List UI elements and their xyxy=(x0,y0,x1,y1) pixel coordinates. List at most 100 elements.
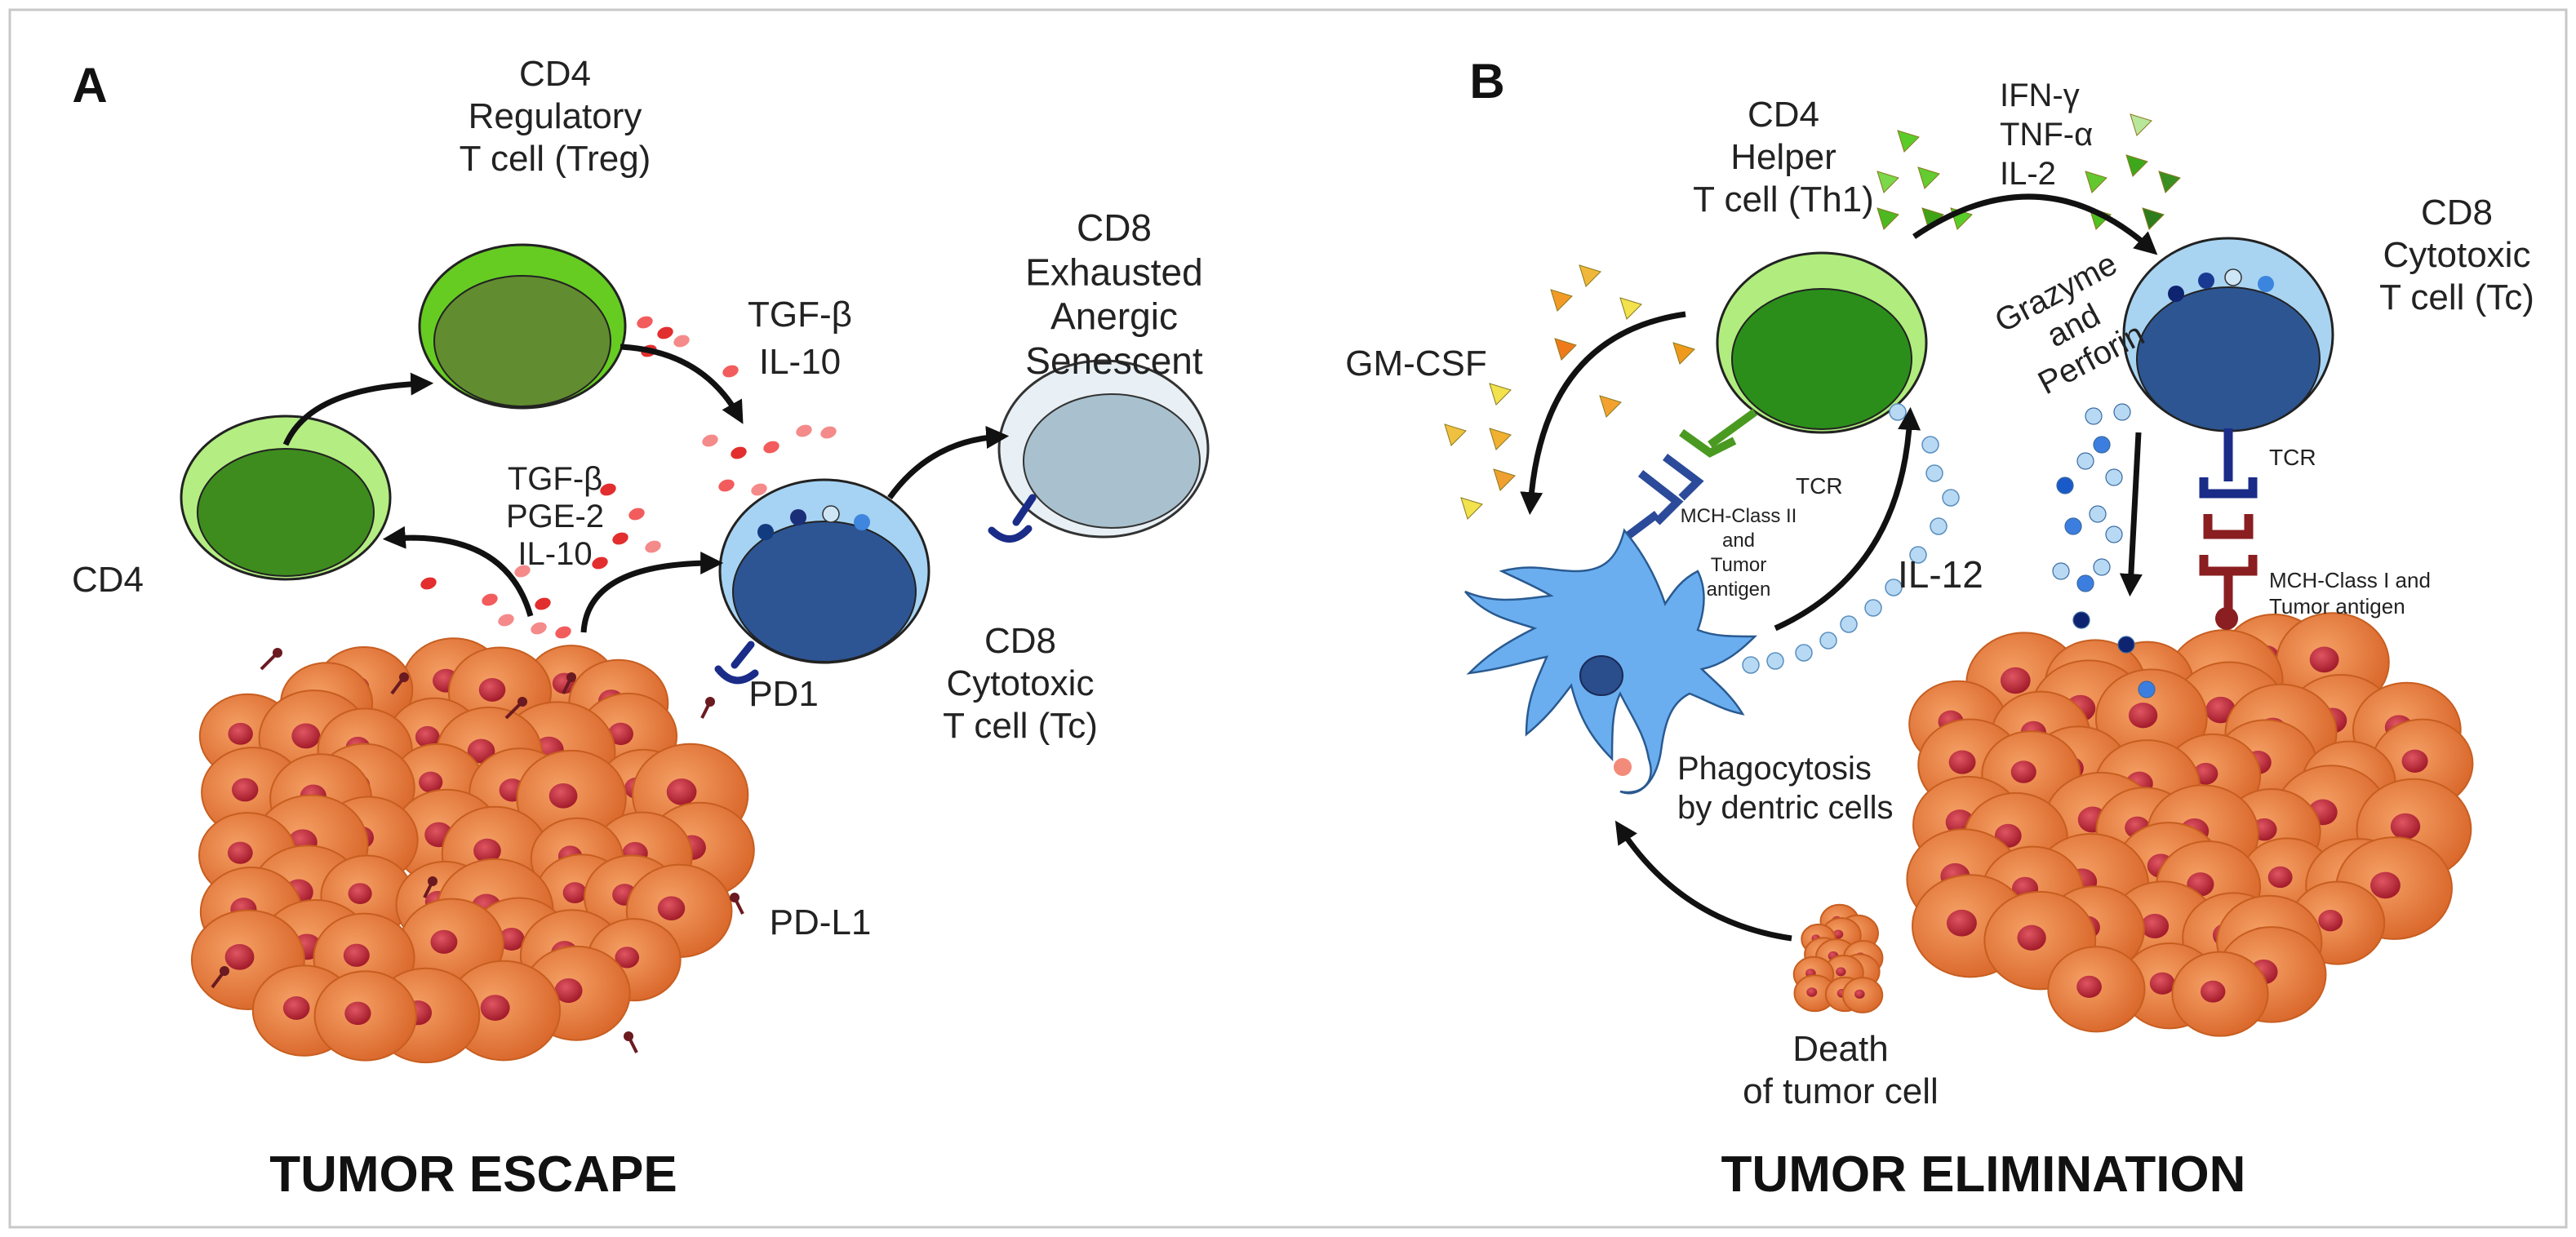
cytokine-triangle xyxy=(1554,338,1577,361)
cytokine-dot xyxy=(612,532,628,545)
arrow-treg-to-tc xyxy=(620,344,744,424)
tumor-mass-elimination xyxy=(1906,612,2474,1037)
panel-label-b: B xyxy=(1469,54,1504,109)
cytokine-triangle xyxy=(1599,395,1622,418)
cytokine-dot xyxy=(535,597,551,610)
cytotoxic-t-cell-b xyxy=(2122,237,2334,432)
arrow-il12 xyxy=(1774,406,1921,632)
title-tumor-elimination: TUMOR ELIMINATION xyxy=(1721,1146,2246,1203)
pd-l1-tip xyxy=(730,893,739,902)
il12-dot xyxy=(1885,579,1903,596)
cytokine-dot xyxy=(673,335,690,348)
cytokine-dot xyxy=(482,593,498,606)
cytokine-dot xyxy=(637,316,653,329)
il12-dot xyxy=(1889,403,1907,421)
cytokine-dot xyxy=(555,626,571,639)
tumor-cell xyxy=(2047,946,2146,1033)
arrow-granzyme xyxy=(2119,432,2143,597)
pd-l1-tip xyxy=(705,697,715,707)
cytokine-dot xyxy=(763,441,779,454)
cytokine-dots-b xyxy=(1742,403,2156,698)
cytokine-dot xyxy=(796,424,812,437)
tcr-mhc-class-ii xyxy=(1622,408,1757,542)
tumor-mass-escape xyxy=(190,637,755,1064)
il12-dot xyxy=(1864,599,1882,617)
cytokine-dot xyxy=(751,483,767,496)
granzyme-dot xyxy=(2093,436,2111,454)
pd-l1-tip xyxy=(566,672,576,682)
il12-dot xyxy=(1819,632,1837,650)
title-tumor-escape: TUMOR ESCAPE xyxy=(269,1146,677,1203)
panel-label-a: A xyxy=(72,58,107,113)
cytokine-dots-a xyxy=(420,316,837,639)
granzyme-dot xyxy=(2064,517,2082,535)
pd1-label: PD1 xyxy=(748,674,819,714)
il12-dot xyxy=(1742,656,1760,674)
granzyme-dot xyxy=(2052,562,2070,580)
cytokine-triangle xyxy=(1619,297,1642,320)
pd-l1-tip xyxy=(273,648,282,658)
il12-dot xyxy=(1795,644,1813,662)
il12-dot xyxy=(1840,615,1858,633)
pd-l1-tip xyxy=(399,672,409,682)
treg-cell xyxy=(418,243,627,410)
tcr-mhc-class-i xyxy=(2199,428,2258,630)
cytokine-dot xyxy=(592,556,608,570)
cd4-label: CD4 xyxy=(72,560,144,600)
dying-tumor-cell xyxy=(1792,903,1884,1013)
cytokine-dot xyxy=(645,540,661,553)
arrow-cd4-to-treg xyxy=(282,372,434,446)
pd-l1-tip xyxy=(220,966,229,976)
cytokine-triangle xyxy=(1444,423,1467,446)
granzyme-dot xyxy=(2117,636,2135,654)
cytokine-dot xyxy=(531,622,547,635)
il12-dot xyxy=(1909,546,1927,564)
pd1-receptor-exhausted xyxy=(988,494,1037,543)
cytokine-dot xyxy=(722,365,739,378)
cytokine-triangle xyxy=(2085,171,2107,193)
pdl1-label: PD-L1 xyxy=(770,902,872,942)
cytokine-triangle xyxy=(1917,166,1940,189)
cytokine-dot xyxy=(820,426,837,439)
cytokine-triangle xyxy=(1897,130,1920,153)
cytokine-triangle xyxy=(1493,468,1516,491)
arrow-tumor-to-cd4 xyxy=(382,525,534,617)
dendritic-cell xyxy=(1464,528,1758,795)
cytotoxic-t-cell-a xyxy=(718,478,930,664)
cytokine-triangle xyxy=(1550,289,1573,312)
gmcsf-label: GM-CSF xyxy=(1345,344,1487,384)
pd-l1-tip xyxy=(428,876,437,886)
cytokine-dot xyxy=(498,614,514,627)
cytokine-triangle xyxy=(2142,207,2165,230)
cytokine-triangle xyxy=(1489,383,1512,406)
cytokine-dot xyxy=(628,508,645,521)
arrow-tc-to-exhausted xyxy=(887,426,1010,500)
cytokine-triangle xyxy=(1672,342,1695,365)
arrow-th1-to-tc xyxy=(1912,193,2158,255)
tumor-cell xyxy=(1841,977,1884,1013)
granzyme-dot xyxy=(2105,525,2123,543)
frame-border xyxy=(8,8,2568,1229)
cytokine-dot xyxy=(600,483,616,496)
pd-l1-tip xyxy=(624,1031,633,1041)
granzyme-dot xyxy=(2076,452,2094,470)
il12-dot xyxy=(1930,517,1948,535)
pd1-receptor xyxy=(714,641,759,685)
arrow-tumor-to-tc xyxy=(580,552,724,633)
il12-dot xyxy=(1925,464,1943,482)
cytokine-triangle xyxy=(1876,171,1899,193)
granzyme-perforin-label: GrazymeandPerforin xyxy=(1989,246,2158,406)
tcr-right-label: TCR xyxy=(2269,445,2316,470)
arrow-gmcsf xyxy=(1520,311,1686,516)
cytokine-dot xyxy=(657,326,673,339)
il12-label: IL-12 xyxy=(1898,553,1983,596)
